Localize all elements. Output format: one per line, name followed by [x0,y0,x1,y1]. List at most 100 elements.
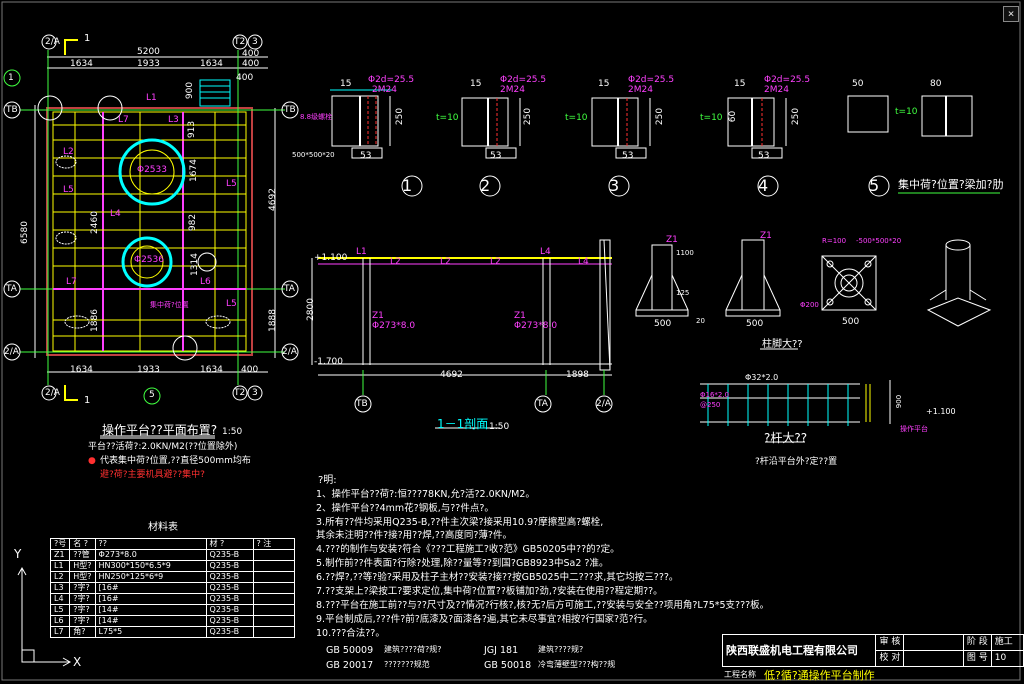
table-cell: ?字? [69,615,96,627]
table-row: L5?字?[14#Q235-B [49,604,295,616]
section-label: 250 [791,107,802,126]
table-cell: ?字? [69,604,96,616]
table-cell [252,615,295,627]
stage-value: 施工 [990,634,1024,651]
table-cell: Q235-B [205,615,254,627]
section-label: 2M24 [372,85,397,95]
section-label: Φ2d=25.5 [764,75,811,85]
section-label: 15 [598,79,610,89]
notes-heading: ?明: [318,475,337,486]
section-mark: 1 [84,395,91,406]
member-label: L5 [226,179,237,189]
table-cell: 角? [69,626,96,638]
table-cell: [16# [94,593,207,605]
rail-label: +1.100 [926,407,956,416]
section-number: 4 [758,176,769,195]
plan-dim: 400 [242,59,260,69]
pit-label-note: 集中荷?位置 [150,301,189,309]
column-label: 500 [746,319,764,329]
section-label: 50 [852,79,864,89]
plan-inner-dim: 1674 [188,159,199,182]
plan-inner-dim: 1886 [89,309,100,332]
table-cell: Q235-B [205,582,254,594]
table-cell: Q235-B [205,626,254,638]
column-label: -500*500*20 [856,237,902,245]
table-cell: ?字? [69,582,96,594]
table-cell [252,626,295,638]
balloon-label: 5 [149,390,155,400]
note-line: 3.所有??件均采用Q235-B,??件主次梁?接采用10.9?摩擦型高?螺栓, [316,517,604,528]
section-5-note: 集中荷?位置?梁加?肋 [898,178,1004,191]
section-label: 60 [728,110,739,123]
axis-label: 3 [252,37,258,47]
rail-label: 900 [895,394,904,409]
code-ref: GB 50018 [484,660,532,671]
axis-label: TA [6,284,17,294]
table-cell: ??管 [69,549,96,561]
section-number: 2 [480,176,491,195]
close-button[interactable]: × [1003,6,1019,22]
rail-note: ?杆沿平台外?定??置 [755,457,838,467]
project-label: 工程名称 [724,670,756,679]
plan-dim: 400 [236,73,254,83]
note-line: 4.???的制作与安装?符合《???工程施工?收?范》GB50205中??的?定… [316,544,620,555]
section-label: 8.8级螺栓 [300,113,333,121]
column-label: 500 [654,319,672,329]
table-cell [252,593,295,605]
table-cell: L7 [49,626,71,638]
plan-dim: 6580 [19,221,30,244]
table-cell: H型? [69,571,96,583]
member-label: L7 [66,277,77,287]
section-label: 15 [470,79,482,89]
table-cell: Φ273*8.0 [94,549,207,561]
plan-dim: 1634 [70,365,93,375]
table-cell: Q235-B [205,549,254,561]
axis-label: T2 [234,37,246,47]
title-block: 陕西联盛机电工程有限公司 审 核 阶 段 施工 校 对 图 号 10 [721,634,1024,667]
section-label: 2M24 [628,85,653,95]
plan-dim: 400 [241,365,259,375]
member-label: L5 [63,185,74,195]
code-ref-title: 建筑????荷?规? [384,645,442,654]
rail-label: 操作平台 [900,425,928,433]
plan-inner-dim: 913 [187,120,198,139]
section-number: 1 [402,176,413,195]
elevation-dim: 4692 [440,370,463,380]
axis-label: 1 [8,73,14,83]
elevation-pipe-label: Φ273*8.0 [514,321,558,331]
sheet-value: 10 [990,650,1024,667]
plan-inner-dim: 982 [188,213,199,232]
column-label: Z1 [760,231,772,241]
plan-inner-dim: 1314 [189,253,200,276]
plan-dim-total: 5200 [137,47,160,57]
elevation-axis: 2/A [596,399,611,409]
table-header-row: ?号 名 ? ?? 材 ? ? 注 [49,538,295,550]
note-line: 1、操作平台??荷?:恒???78KN,允?活?2.0KN/M2。 [316,489,535,500]
elevation-member: L1 [356,247,367,257]
audit-label: 审 核 [875,634,905,651]
rail-label: Φ16*2.0 [700,391,730,399]
check-label: 校 对 [875,650,905,667]
code-ref: GB 20017 [326,660,374,671]
section-label: 250 [523,107,534,126]
table-row: L4?字?[16#Q235-B [49,593,295,605]
elevation-pipe-label: Φ273*8.0 [372,321,416,331]
table-cell: HN300*150*6.5*9 [94,560,207,572]
note-line: 6.??焊?,??等?验?采用及柱子主材??安装?接??按GB5025中二???… [316,572,679,583]
note-line: 5.制作前??件表面?行除?处理,除??量等??到国?GB8923中Sa2 ?准… [316,558,609,569]
table-cell: Q235-B [205,604,254,616]
code-ref-title: ???????规范 [384,660,430,669]
elevation-member: L2 [440,257,451,267]
material-table-title: 材料表 [148,522,178,533]
section-number: 5 [869,176,880,195]
plan-warning: 避?荷?主要机具避??集中? [100,470,205,480]
elevation-title: 1－1剖面 [437,417,489,431]
plan-dim: 1634 [200,365,223,375]
elevation-pipe-label: Z1 [372,311,384,321]
member-label: L5 [226,299,237,309]
sheet-label: 图 号 [962,650,992,667]
plan-legend-bullet: ● [88,456,96,466]
table-cell: L3 [49,582,71,594]
section-label: t=10 [700,113,723,123]
axis-label: 2/A [4,347,19,357]
